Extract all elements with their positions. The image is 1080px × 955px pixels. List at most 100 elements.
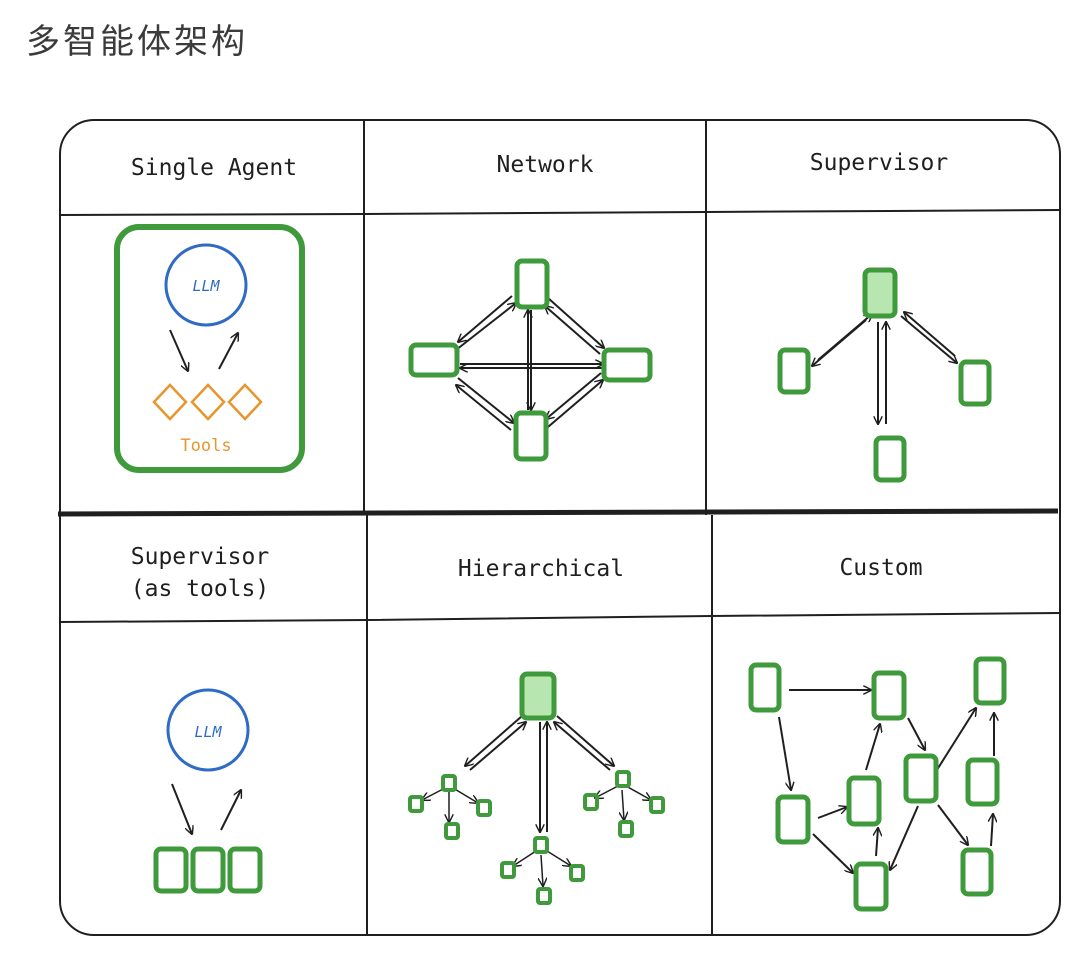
table-frame bbox=[57, 119, 1061, 936]
arrow bbox=[817, 807, 847, 819]
agent-node bbox=[973, 656, 1007, 706]
agent-node bbox=[601, 347, 653, 383]
llm-node bbox=[166, 688, 250, 772]
arrow bbox=[513, 850, 537, 866]
tool-diamond bbox=[227, 383, 263, 421]
agent-node bbox=[618, 820, 634, 838]
agent-node bbox=[536, 887, 552, 905]
page-title: 多智能体架构 bbox=[26, 22, 248, 62]
supervisor-node bbox=[862, 267, 898, 319]
supervisor-as-tools-panel: LLM bbox=[153, 688, 263, 894]
arrow bbox=[934, 708, 976, 774]
agent-node bbox=[873, 435, 907, 483]
network-panel bbox=[408, 258, 653, 462]
header-custom: Custom bbox=[839, 555, 922, 581]
agent-node bbox=[846, 775, 882, 827]
row-divider bbox=[57, 508, 1059, 517]
arrow bbox=[546, 850, 571, 866]
agent-node bbox=[569, 864, 585, 882]
arrow bbox=[452, 787, 478, 803]
agent-node bbox=[408, 342, 460, 378]
arrow bbox=[817, 314, 872, 361]
hierarchical-panel bbox=[408, 671, 665, 905]
llm-label: LLM bbox=[192, 277, 220, 295]
supervisor-node bbox=[519, 671, 557, 721]
header-hierarchical: Hierarchical bbox=[458, 556, 624, 582]
arrow bbox=[541, 854, 543, 886]
header-supervisor-as-tools-line1: Supervisor bbox=[131, 544, 269, 570]
agent-node bbox=[408, 795, 424, 813]
arrow bbox=[876, 828, 878, 857]
agent-node bbox=[513, 410, 549, 462]
supervisor-panel bbox=[777, 267, 992, 483]
agent-node bbox=[533, 836, 549, 854]
header-supervisor-as-tools-line2: (as tools) bbox=[131, 576, 269, 602]
arrow bbox=[169, 329, 188, 371]
agent-node bbox=[958, 359, 992, 407]
sub-team-right bbox=[583, 770, 665, 838]
arrow bbox=[890, 805, 919, 870]
single-agent-panel: LLM Tools bbox=[114, 224, 305, 473]
arrow bbox=[625, 785, 651, 800]
agent-node bbox=[514, 258, 550, 310]
arrow bbox=[812, 833, 853, 873]
agent-node bbox=[777, 347, 811, 395]
arrow bbox=[458, 295, 513, 342]
sub-team-left bbox=[408, 774, 492, 840]
custom-panel bbox=[748, 656, 1007, 912]
arrow bbox=[900, 315, 957, 363]
agent-node bbox=[441, 774, 457, 792]
arrow bbox=[422, 787, 446, 800]
agent-node bbox=[615, 770, 631, 788]
agent-node bbox=[960, 847, 994, 897]
sub-team-bottom bbox=[500, 836, 585, 905]
agent-node bbox=[853, 861, 889, 912]
tools-label: Tools bbox=[180, 436, 231, 456]
agent-node bbox=[444, 822, 460, 840]
arrow bbox=[991, 814, 993, 847]
llm-label: LLM bbox=[194, 723, 222, 741]
agent-node bbox=[583, 793, 599, 811]
arrow bbox=[455, 303, 516, 351]
arrow bbox=[547, 297, 604, 348]
agent-node bbox=[649, 796, 665, 814]
agent-node bbox=[775, 794, 811, 845]
agent-node bbox=[190, 846, 226, 894]
arrow bbox=[545, 306, 601, 355]
header-network: Network bbox=[497, 152, 594, 178]
tool-diamond bbox=[152, 383, 188, 421]
arrow bbox=[220, 790, 241, 831]
agent-boundary bbox=[114, 224, 305, 473]
arrow bbox=[907, 717, 925, 750]
arrow bbox=[622, 789, 624, 820]
arrow bbox=[865, 724, 880, 771]
arrow bbox=[218, 333, 238, 370]
agent-node bbox=[903, 753, 939, 804]
arrow bbox=[547, 380, 603, 428]
agent-node bbox=[227, 846, 263, 894]
arrow bbox=[554, 722, 611, 771]
header-single-agent: Single Agent bbox=[131, 155, 297, 181]
agent-node bbox=[153, 846, 189, 894]
header-divider bbox=[59, 612, 1061, 623]
header-supervisor: Supervisor bbox=[810, 150, 948, 176]
agent-node bbox=[500, 861, 516, 879]
arrow bbox=[937, 804, 968, 845]
llm-node bbox=[164, 243, 248, 327]
agent-node bbox=[748, 662, 782, 713]
arrow bbox=[469, 722, 526, 771]
agent-node bbox=[476, 799, 492, 817]
agent-node bbox=[871, 670, 907, 721]
arrow bbox=[457, 377, 514, 423]
arrow bbox=[465, 715, 523, 766]
agent-node bbox=[965, 757, 1000, 807]
arrow bbox=[456, 385, 512, 431]
header-divider bbox=[59, 209, 1061, 216]
arrow bbox=[556, 715, 614, 766]
arrow bbox=[778, 716, 791, 790]
arrow bbox=[171, 783, 192, 834]
tool-diamond bbox=[190, 383, 226, 421]
arrow bbox=[546, 372, 602, 419]
outer-border bbox=[59, 119, 1061, 936]
